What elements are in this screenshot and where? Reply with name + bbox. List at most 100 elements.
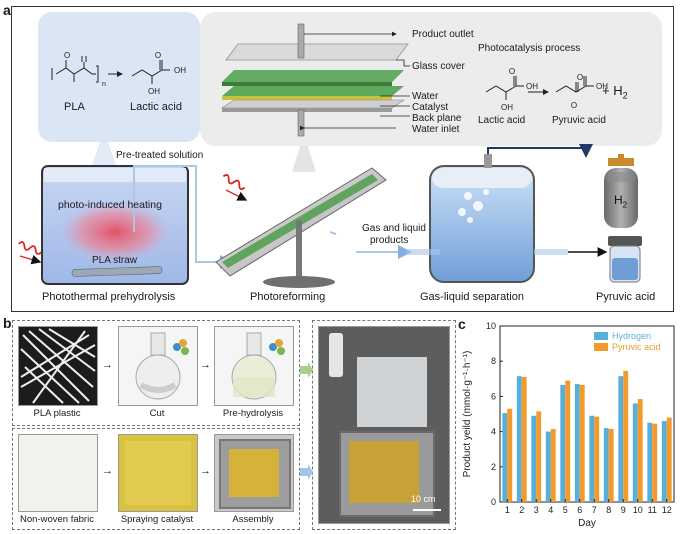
- assembly-catalyst: [229, 449, 279, 497]
- photo-spraying-catalyst: [118, 434, 198, 512]
- bar-pyruvic-acid: [565, 380, 571, 502]
- bar-pyruvic-acid: [608, 428, 614, 502]
- light-wave-left: [18, 241, 42, 255]
- x-tick-label: 5: [563, 505, 568, 515]
- legend-swatch: [594, 343, 608, 351]
- svg-text:n: n: [102, 81, 106, 88]
- x-tick-label: 12: [662, 505, 672, 515]
- pla-chemistry-box: [38, 12, 200, 142]
- photo-assembly: [214, 434, 294, 512]
- y-tick-label: 4: [491, 427, 496, 437]
- panel-a: [11, 6, 674, 312]
- bar-pyruvic-acid: [637, 399, 643, 502]
- bar-pyruvic-acid: [594, 416, 600, 502]
- bar-hydrogen: [574, 384, 580, 502]
- h2-tank-label: H2: [614, 194, 627, 209]
- bar-hydrogen: [603, 428, 609, 502]
- gas-line: [487, 144, 593, 158]
- legend-label: Hydrogen: [612, 331, 651, 341]
- x-tick-label: 7: [592, 505, 597, 515]
- bar-hydrogen: [647, 422, 653, 502]
- reactor-label-product-outlet: Product outlet: [412, 29, 474, 40]
- svg-text:OH: OH: [596, 82, 608, 91]
- svg-text:OH: OH: [148, 87, 160, 96]
- bar-hydrogen: [661, 421, 667, 502]
- pla-structure: [51, 56, 99, 83]
- label-cut: Cut: [149, 408, 165, 419]
- bar-hydrogen: [618, 376, 624, 502]
- scale-bar-label: 10 cm: [411, 494, 436, 504]
- bar-hydrogen: [589, 415, 595, 502]
- setup-metal-box: [357, 357, 427, 427]
- gas-liquid-products-label-1: Gas and liquid: [362, 223, 426, 234]
- y-tick-label: 6: [491, 391, 496, 401]
- reactor-label-back-plane: Back plane: [412, 113, 462, 124]
- row1-dashed-box: [12, 320, 300, 426]
- reactor-label-catalyst: Catalyst: [412, 102, 449, 113]
- label-assembly: Assembly: [232, 514, 274, 525]
- bar-pyruvic-acid: [666, 417, 672, 502]
- plus-h2-text: + H: [602, 83, 623, 98]
- bar-hydrogen: [502, 413, 508, 502]
- reactor-label-water-inlet: Water inlet: [412, 124, 460, 135]
- beaker: [41, 165, 189, 285]
- row2-dashed-box: [12, 428, 300, 530]
- reactor-label-glass-cover: Glass cover: [412, 61, 465, 72]
- x-axis-label: Day: [578, 518, 596, 529]
- arrow-1: →: [102, 359, 113, 371]
- y-tick-label: 0: [491, 497, 496, 507]
- panel-a-letter: a: [3, 2, 11, 18]
- h2-tank: [604, 168, 638, 228]
- bar-hydrogen: [560, 384, 566, 502]
- bar-hydrogen: [545, 431, 551, 502]
- photocatalysis-structures: [485, 76, 594, 100]
- reactor-label-water: Water: [412, 91, 439, 102]
- lactic-acid-top-label: Lactic acid: [130, 101, 182, 113]
- x-tick-label: 1: [505, 505, 510, 515]
- photo-non-woven-fabric: [18, 434, 98, 512]
- label-non-woven-fabric: Non-woven fabric: [20, 514, 94, 525]
- light-wave-mid: [222, 174, 246, 190]
- plus-h2-label: + H2: [602, 84, 628, 101]
- pla-straw-label: PLA straw: [92, 255, 138, 266]
- x-tick-label: 11: [648, 505, 657, 515]
- pla-label: PLA: [64, 101, 85, 113]
- photo-pla-plastic: [18, 326, 98, 406]
- plus-h2-sub: 2: [622, 90, 628, 101]
- arrow-2: →: [200, 359, 211, 371]
- legend-swatch: [594, 332, 608, 340]
- label-pre-hydrolysis: Pre-hydrolysis: [222, 408, 284, 419]
- catalyst-texture: [125, 441, 191, 505]
- bar-hydrogen: [632, 403, 638, 502]
- lactic-acid-structure: [131, 60, 170, 84]
- bar-pyruvic-acid: [652, 423, 658, 502]
- stage-label-prehydrolysis: Photothermal prehydrolysis: [42, 291, 176, 303]
- bar-hydrogen: [516, 376, 522, 502]
- bar-pyruvic-acid: [623, 370, 629, 502]
- stage-label-pyruvic-acid: Pyruvic acid: [596, 291, 656, 303]
- photo-pre-hydrolysis: [214, 326, 294, 406]
- legend-label: Pyruvic acid: [612, 342, 661, 352]
- bar-pyruvic-acid: [507, 408, 513, 502]
- reactor-layers: [221, 23, 409, 137]
- bar-hydrogen: [531, 415, 537, 502]
- photo-setup: 10 cm: [318, 326, 450, 524]
- bar-pyruvic-acid: [550, 428, 556, 502]
- svg-text:O: O: [64, 51, 70, 60]
- x-tick-label: 6: [577, 505, 582, 515]
- svg-text:O: O: [509, 67, 515, 76]
- panel-c-letter: c: [458, 316, 466, 332]
- bar-pyruvic-acid: [521, 377, 527, 502]
- x-tick-label: 2: [519, 505, 524, 515]
- setup-dashed-box: [312, 320, 456, 530]
- pyruvic-acid-right-label: Pyruvic acid: [552, 115, 606, 126]
- pretreated-solution-label: Pre-treated solution: [116, 150, 204, 161]
- x-tick-label: 10: [633, 505, 643, 515]
- photocatalysis-title: Photocatalysis process: [478, 43, 581, 54]
- bar-pyruvic-acid: [536, 411, 542, 502]
- separator: [429, 154, 535, 283]
- stage-label-photoreforming: Photoreforming: [250, 291, 326, 303]
- x-tick-label: 8: [606, 505, 611, 515]
- chart-frame: [499, 325, 675, 503]
